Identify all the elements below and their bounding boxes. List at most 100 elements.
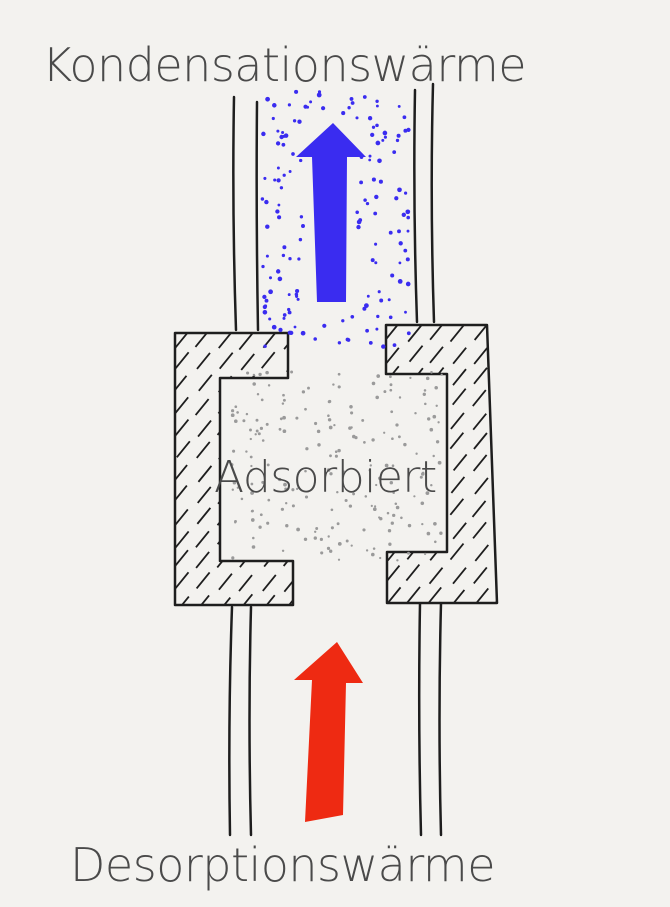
hatch-stroke xyxy=(494,453,497,471)
adsorbed-particle xyxy=(400,516,403,520)
hatch-stroke xyxy=(218,573,233,591)
adsorbed-particle xyxy=(370,504,373,508)
adsorbed-particle xyxy=(259,426,264,431)
hatch-stroke xyxy=(261,594,276,605)
hatch-stroke xyxy=(452,368,467,386)
hatch-stroke xyxy=(449,542,465,561)
adsorbed-particle xyxy=(295,416,299,420)
vapor-particle xyxy=(370,132,375,138)
adsorbed-particle xyxy=(261,480,265,484)
vapor-particle xyxy=(279,186,284,190)
vapor-particle xyxy=(347,106,351,110)
hatch-stroke xyxy=(195,551,210,569)
adsorbed-particle xyxy=(265,422,269,426)
adsorbed-particle xyxy=(349,405,353,409)
hatch-stroke xyxy=(386,347,400,365)
hatch-stroke xyxy=(282,595,293,605)
vapor-particle xyxy=(402,115,407,120)
adsorbed-particle xyxy=(249,455,253,459)
upper-tube-right-inner-wall xyxy=(413,88,419,324)
adsorbed-particle xyxy=(433,521,437,526)
adsorbed-particle xyxy=(435,440,440,444)
adsorbed-particle xyxy=(279,417,283,421)
adsorbed-particle xyxy=(376,374,381,378)
vapor-particle xyxy=(282,316,286,320)
adsorbed-particle xyxy=(304,407,307,411)
adsorbed-particle xyxy=(255,429,259,433)
vapor-particle xyxy=(262,309,268,315)
lower-tube-left-inner-wall xyxy=(248,605,253,837)
adsorbed-particle xyxy=(315,527,319,530)
vapor-particle xyxy=(275,141,281,146)
adsorbed-particle xyxy=(258,372,262,377)
vapor-particle xyxy=(387,298,391,302)
hatch-stroke xyxy=(405,410,420,429)
adsorbed-particle xyxy=(391,437,394,441)
vapor-particle xyxy=(261,264,265,269)
adsorbed-particle xyxy=(437,421,440,424)
hatch-stroke xyxy=(285,508,293,526)
vapor-particle xyxy=(291,152,295,156)
adsorbed-particle xyxy=(327,535,330,538)
vapor-particle xyxy=(395,138,400,143)
hatch-stroke xyxy=(238,333,254,351)
adsorbed-particle xyxy=(234,405,238,409)
adsorbed-particle xyxy=(379,556,382,560)
hatch-stroke xyxy=(473,367,488,385)
adsorbed-particle xyxy=(267,498,271,502)
adsorbed-particle xyxy=(249,437,252,441)
vapor-particle xyxy=(396,133,401,138)
vapor-particle xyxy=(292,119,297,123)
hatch-stroke xyxy=(450,589,466,603)
adsorbed-particle xyxy=(392,491,395,494)
hatch-stroke xyxy=(238,593,254,605)
hatch-stroke xyxy=(472,413,487,431)
vapor-particle xyxy=(405,257,410,262)
vapor-particle xyxy=(276,166,280,170)
vapor-particle xyxy=(287,310,292,315)
vapor-particle xyxy=(355,116,359,120)
hatch-stroke xyxy=(429,325,444,341)
hatch-stroke xyxy=(496,368,497,386)
adsorbed-particle xyxy=(281,402,285,405)
vapor-particle xyxy=(365,328,369,333)
vapor-particle xyxy=(375,327,379,331)
adsorbed-particle xyxy=(291,488,295,492)
adsorbed-particle xyxy=(395,423,399,427)
adsorbed-particle xyxy=(432,414,437,419)
adsorbed-particle xyxy=(245,412,249,416)
hatch-stroke xyxy=(198,374,213,392)
vapor-particle xyxy=(371,177,376,182)
adsorbed-particle xyxy=(422,392,426,396)
adsorbed-particle xyxy=(334,450,338,453)
vapor-particle xyxy=(368,158,372,162)
vapor-particle xyxy=(287,293,291,297)
vapor-particle xyxy=(398,261,402,265)
adsorbed-particle xyxy=(368,469,372,472)
vapor-particle xyxy=(377,158,382,164)
adsorbed-particle xyxy=(295,487,299,491)
vapor-particle xyxy=(281,253,286,258)
vapor-particle xyxy=(373,211,378,216)
hatch-stroke xyxy=(496,325,497,342)
adsorbed-particle xyxy=(258,525,262,529)
vapor-particle xyxy=(374,261,378,265)
adsorbed-label: Adsorbiert xyxy=(214,452,437,503)
vapor-particle xyxy=(403,128,408,133)
adsorbed-particle xyxy=(252,373,256,377)
hatch-stroke xyxy=(472,454,488,472)
hatch-stroke xyxy=(405,563,421,582)
adsorbed-particle xyxy=(291,504,295,508)
adsorbed-particle xyxy=(391,464,395,467)
vapor-particle xyxy=(350,314,355,319)
adsorbed-particle xyxy=(250,482,254,486)
vapor-particle xyxy=(374,242,378,246)
adsorbed-particle xyxy=(423,389,427,392)
adsorbed-particle xyxy=(350,544,353,547)
hatch-stroke xyxy=(495,563,497,581)
vapor-particle xyxy=(363,198,367,202)
adsorbed-particle xyxy=(390,410,394,414)
adsorbed-particle xyxy=(265,370,269,375)
adsorbed-particle xyxy=(304,495,309,499)
vapor-particle xyxy=(356,219,362,225)
